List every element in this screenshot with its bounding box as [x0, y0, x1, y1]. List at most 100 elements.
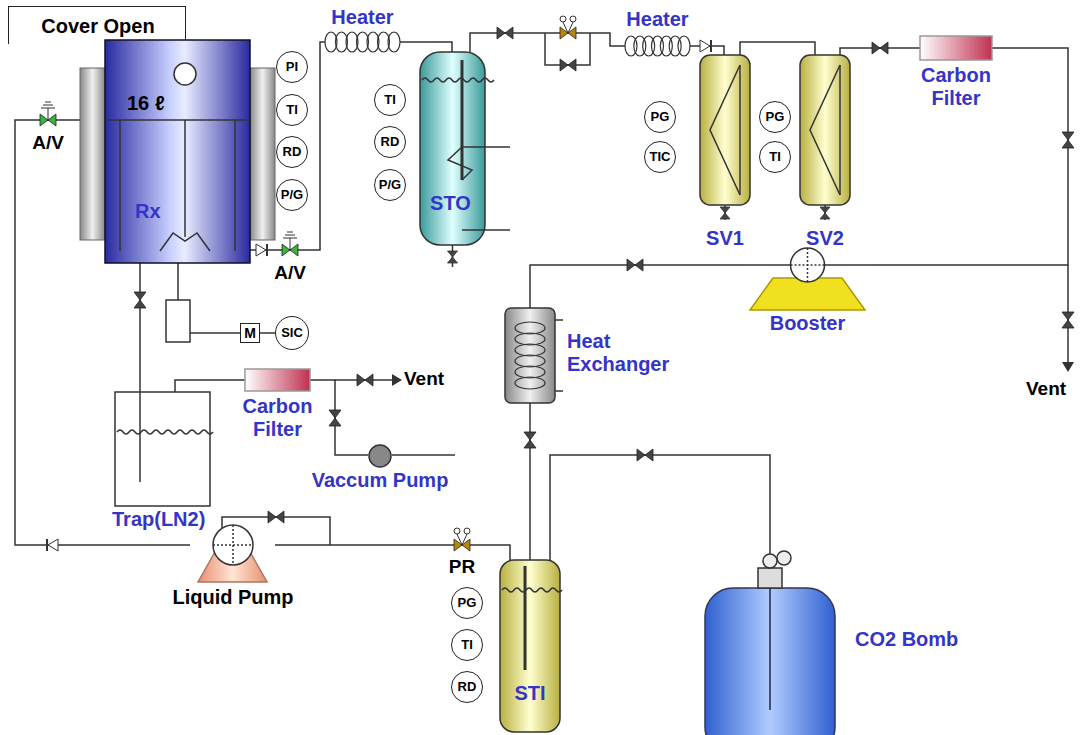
reactor-jacket	[250, 68, 275, 240]
shape-sv	[800, 55, 850, 205]
valve-label: A/V	[28, 132, 68, 154]
pipe-line	[310, 380, 368, 455]
reactor-jacket	[80, 68, 105, 240]
equipment-label: Rx	[135, 200, 195, 223]
instrument-tag: PI	[286, 60, 298, 75]
node-circ: TIC	[644, 141, 676, 173]
node-tab: Cover Open	[8, 6, 186, 44]
liquid-level	[105, 119, 250, 121]
pipe-line	[870, 48, 1068, 265]
cylinder-knob	[777, 551, 791, 565]
pipe-line	[260, 332, 275, 334]
pipe-line	[550, 455, 770, 588]
heater-coil	[388, 32, 400, 52]
pipe-group	[15, 33, 1068, 588]
shape-hx	[505, 308, 555, 403]
pipe	[222, 33, 1068, 545]
shape-boost	[745, 248, 870, 310]
node-circ: PG	[644, 101, 676, 133]
node-circ: P/G	[276, 179, 308, 211]
pipe-line	[139, 263, 141, 392]
exchanger-coil	[515, 366, 545, 378]
pressure-regulator	[560, 16, 576, 39]
pipe-line	[470, 33, 625, 52]
instrument-tag: PG	[651, 110, 670, 125]
shape-rx	[105, 40, 250, 263]
inlet-tube	[139, 392, 141, 482]
sight-glass	[174, 63, 196, 85]
separator-vessel	[700, 55, 750, 205]
node-filt: Carbon Filter	[920, 36, 992, 60]
cooling-coil	[448, 147, 472, 180]
coil-port	[462, 146, 510, 148]
stirrer-coupling	[166, 300, 190, 342]
instrument-tag: RD	[381, 135, 400, 150]
pipe-line	[529, 403, 531, 560]
node-circ: TI	[451, 629, 483, 661]
pipe-line	[250, 42, 325, 250]
separator-baffle	[839, 65, 841, 195]
node-coil: Heater	[625, 36, 690, 56]
valve-label: Vent	[1020, 378, 1072, 400]
filter-body	[920, 36, 992, 60]
pipe-line	[400, 42, 452, 52]
node-circ: PI	[276, 51, 308, 83]
node-vac: Vaccum Pump	[368, 444, 392, 468]
booster-base	[750, 278, 865, 310]
equipment-label: 16 ℓ	[127, 92, 197, 115]
separator-baffle	[710, 65, 740, 195]
equipment-label: CO2 Bomb	[855, 628, 975, 651]
node-rx: 16 ℓ Rx	[105, 40, 250, 263]
baffle	[234, 120, 236, 251]
port	[555, 319, 563, 321]
stirrer-shaft	[184, 120, 186, 237]
drain-valve	[820, 207, 830, 219]
instrument-tag: M	[244, 325, 256, 341]
valve-label: Vent	[404, 368, 454, 390]
node-sv: SV1	[700, 55, 750, 205]
node-sti: STI	[500, 560, 560, 732]
equipment-label: STO	[423, 192, 478, 215]
exchanger-coil	[515, 344, 545, 356]
node-circ: TI	[374, 84, 406, 116]
instrument-tag: RD	[283, 145, 302, 160]
shape-sti	[500, 560, 560, 732]
equipment-label: Carbon Filter	[906, 64, 1006, 110]
instrument-tag: SIC	[281, 326, 303, 341]
node-sto: STO	[420, 52, 485, 245]
pump-cross	[232, 525, 234, 565]
valve-label: PR	[440, 556, 484, 578]
filter-body	[245, 369, 310, 391]
exchanger-shell	[505, 308, 555, 403]
node-circ: TI	[276, 94, 308, 126]
equipment-label: Vaccum Pump	[310, 469, 450, 492]
vacuum-pump	[369, 445, 391, 467]
impeller	[160, 233, 210, 251]
drain-valve	[720, 207, 730, 219]
check-valve	[700, 40, 711, 52]
shape-coil	[325, 32, 400, 52]
equipment-label: Heat Exchanger	[567, 330, 692, 376]
node-trap: Trap(LN2)	[115, 392, 210, 506]
shape-filt	[920, 36, 992, 60]
cylinder-knob	[763, 554, 777, 568]
separator-baffle	[739, 65, 741, 195]
liquid-level	[502, 588, 562, 592]
pump-head	[213, 525, 253, 565]
pipe-line	[175, 380, 245, 392]
equipment-label: Heater	[315, 6, 410, 29]
node-circ: TI	[759, 141, 791, 173]
node-circ: SIC	[275, 316, 309, 350]
baffle	[119, 120, 121, 251]
shape-bomb	[705, 588, 835, 735]
exchanger-coil	[515, 355, 545, 367]
node-circ: PG	[451, 587, 483, 619]
heater-coil	[678, 36, 690, 56]
manual-valve	[134, 27, 1074, 523]
shape-filt	[245, 369, 310, 391]
node-circ: P/G	[374, 169, 406, 201]
node-circ: RD	[374, 126, 406, 158]
gas-cylinder	[705, 588, 835, 735]
exchanger-coil	[515, 333, 545, 345]
